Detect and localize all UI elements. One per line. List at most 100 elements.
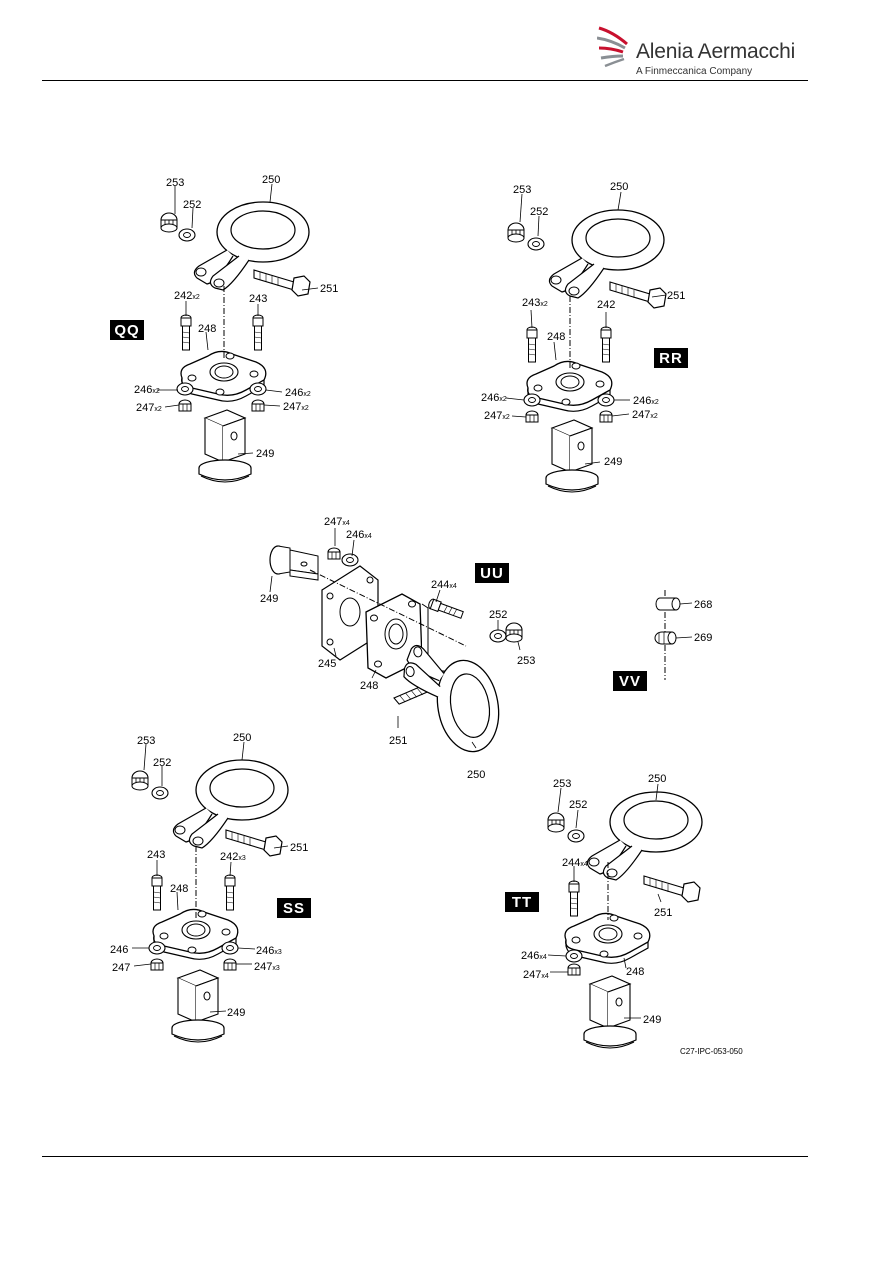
callout-tt-247: 247x4: [523, 969, 549, 981]
callout-ss-251: 251: [290, 842, 308, 854]
svg-text:UU: UU: [480, 565, 504, 582]
callout-ref: 253: [517, 655, 535, 667]
callout-ref: 251: [290, 842, 308, 854]
callout-tt-250: 250: [648, 773, 666, 785]
callout-ref: 249: [227, 1007, 245, 1019]
logo-swoosh-icon: [597, 26, 628, 68]
callout-qq-251: 251: [320, 283, 338, 295]
callout-uu-245: 245: [318, 658, 336, 670]
callout-qty: x2: [651, 399, 659, 406]
callout-ref: 242: [174, 290, 192, 302]
callout-ref: 243: [522, 297, 540, 309]
callout-ss-250: 250: [233, 732, 251, 744]
callout-ref: 246: [481, 392, 499, 404]
callout-ref: 248: [170, 883, 188, 895]
callout-qty: x3: [274, 949, 282, 956]
callout-tt-251: 251: [654, 907, 672, 919]
callout-ref: 248: [547, 331, 565, 343]
callout-qty: x2: [301, 405, 309, 412]
callout-qty: x2: [303, 391, 311, 398]
callout-ref: 247: [112, 962, 130, 974]
callout-ref: 253: [513, 184, 531, 196]
callout-ss-252: 252: [153, 757, 171, 769]
callout-ss-249: 249: [227, 1007, 245, 1019]
callout-uu-251: 251: [389, 735, 407, 747]
callout-qq-253: 253: [166, 177, 184, 189]
callout-ref: 246: [256, 945, 274, 957]
callout-ref: 251: [667, 290, 685, 302]
callout-rr-251: 251: [667, 290, 685, 302]
callout-rr-246b: 246x2: [633, 395, 659, 407]
callout-tt-252: 252: [569, 799, 587, 811]
callout-qq-242: 242x2: [174, 290, 200, 302]
callout-ref: 249: [604, 456, 622, 468]
callout-qq-250: 250: [262, 174, 280, 186]
callout-qty: x2: [502, 414, 510, 421]
callout-ss-247a: 247: [112, 962, 130, 974]
callout-ref: 250: [262, 174, 280, 186]
callout-ref: 269: [694, 632, 712, 644]
callout-uu-244: 244x4: [431, 579, 457, 591]
view-rr: RR: [505, 191, 688, 493]
callout-rr-249: 249: [604, 456, 622, 468]
callout-rr-253: 253: [513, 184, 531, 196]
callout-qq-247b: 247x2: [283, 401, 309, 413]
callout-ref: 253: [166, 177, 184, 189]
callout-rr-246a: 246x2: [481, 392, 507, 404]
company-logo: [597, 26, 628, 68]
callout-ref: 250: [610, 181, 628, 193]
callout-rr-247a: 247x2: [484, 410, 510, 422]
footer-rule: [42, 1156, 808, 1157]
callout-uu-250: 250: [467, 769, 485, 781]
callout-ref: 244: [562, 857, 580, 869]
callout-qty: x2: [650, 413, 658, 420]
callout-ref: 246: [346, 529, 364, 541]
view-label-vv: VV: [613, 671, 647, 691]
view-label-ss: SS: [277, 898, 311, 918]
callout-tt-253: 253: [553, 778, 571, 790]
callout-tt-249: 249: [643, 1014, 661, 1026]
svg-text:SS: SS: [283, 900, 305, 917]
callout-ref: 252: [530, 206, 548, 218]
callout-ref: 251: [320, 283, 338, 295]
callout-tt-248: 248: [626, 966, 644, 978]
brand-name: Alenia Aermacchi: [636, 40, 796, 63]
callout-ref: 246: [521, 950, 539, 962]
svg-text:RR: RR: [659, 350, 683, 367]
callout-tt-246: 246x4: [521, 950, 547, 962]
callout-ss-253: 253: [137, 735, 155, 747]
callout-ref: 242: [220, 851, 238, 863]
view-qq: QQ: [110, 183, 319, 483]
callout-ref: 244: [431, 579, 449, 591]
callout-ref: 245: [318, 658, 336, 670]
callout-ref: 243: [147, 849, 165, 861]
callout-uu-252: 252: [489, 609, 507, 621]
callout-qty: x2: [192, 294, 200, 301]
callout-ref: 252: [489, 609, 507, 621]
callout-ref: 247: [136, 402, 154, 414]
callout-rr-243: 243x2: [522, 297, 548, 309]
callout-ref: 253: [137, 735, 155, 747]
callout-ref: 251: [389, 735, 407, 747]
svg-text:TT: TT: [512, 894, 532, 911]
callout-ref: 246: [134, 384, 152, 396]
callout-qq-248: 248: [198, 323, 216, 335]
callout-ref: 246: [633, 395, 651, 407]
callout-qty: x2: [152, 388, 160, 395]
callout-qty: x4: [342, 520, 350, 527]
callout-rr-250: 250: [610, 181, 628, 193]
callout-ss-243: 243: [147, 849, 165, 861]
figure-code: C27-IPC-053-050: [680, 1047, 743, 1056]
callout-qty: x4: [580, 861, 588, 868]
callout-rr-247b: 247x2: [632, 409, 658, 421]
callout-ref: 253: [553, 778, 571, 790]
callout-qty: x2: [540, 301, 548, 308]
svg-text:VV: VV: [619, 673, 641, 690]
header-rule: [42, 80, 808, 81]
view-tt: TT: [505, 783, 703, 1049]
callout-ref: 249: [260, 593, 278, 605]
view-label-tt: TT: [505, 892, 539, 912]
callout-qty: x4: [541, 973, 549, 980]
